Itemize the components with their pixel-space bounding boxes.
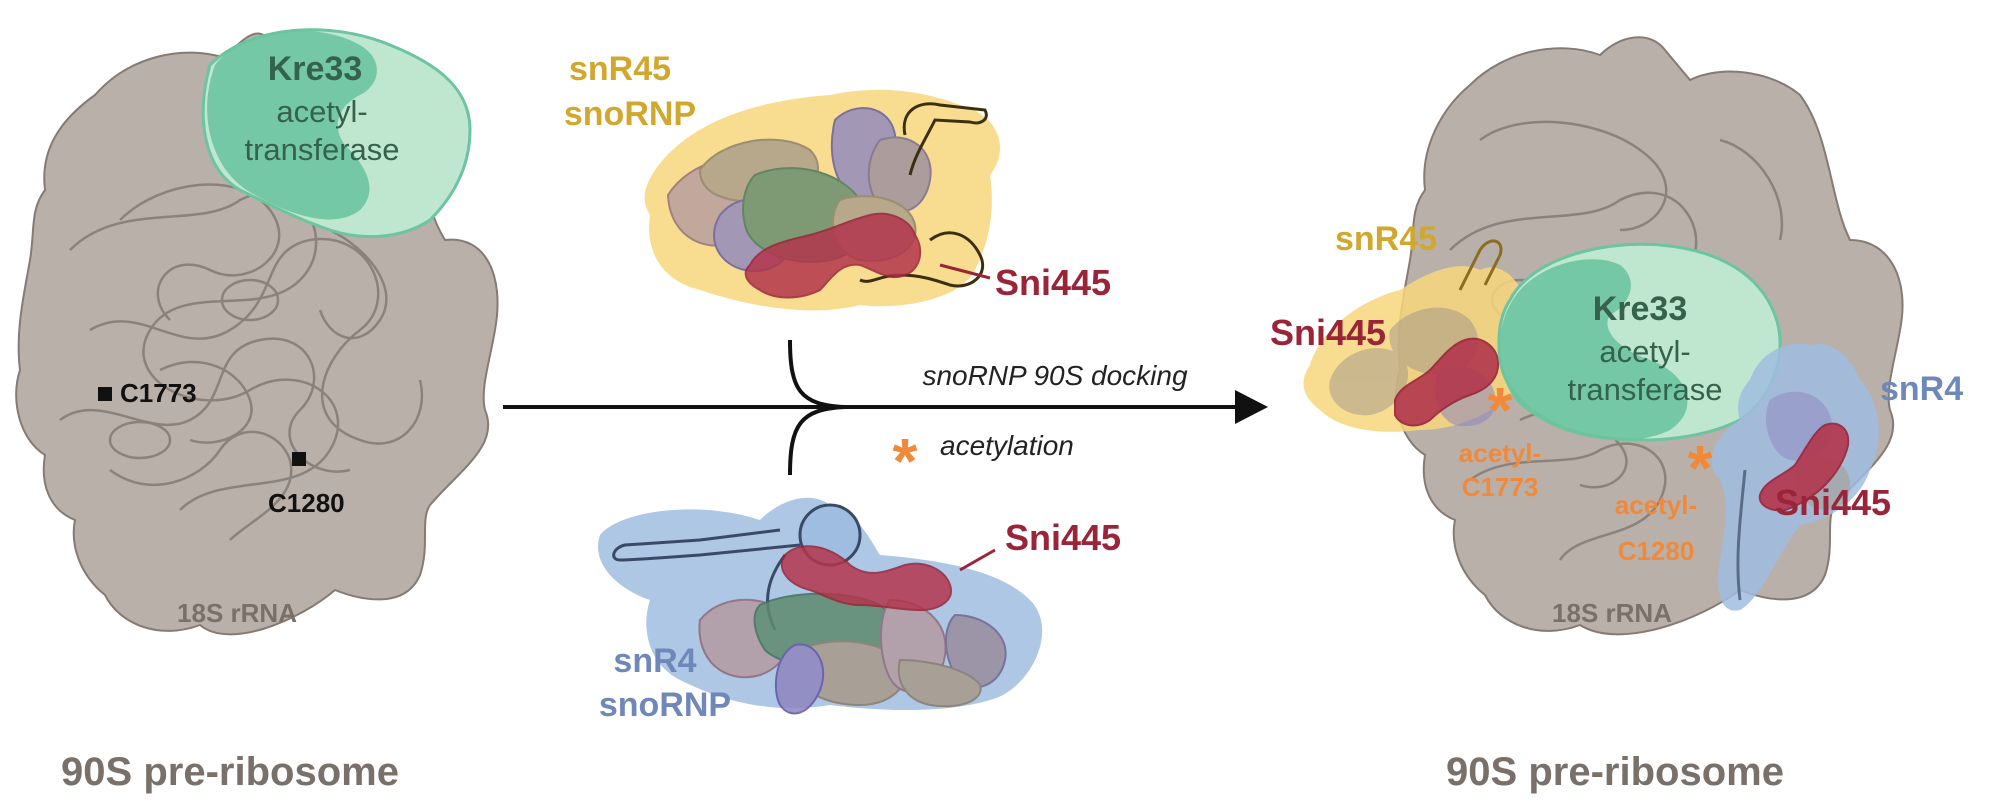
acetyl-c1773-star: * (1488, 374, 1513, 446)
right-snr4-label: snR4 (1880, 370, 1963, 408)
right-kre33-dark (1499, 259, 1688, 441)
left-kre33-line2: transferase (244, 132, 399, 167)
left-kre33-name: Kre33 (268, 50, 363, 88)
left-rrna-label: 18S rRNA (177, 598, 297, 628)
docking-arrow (503, 339, 1268, 476)
snr45-sni445-blob (744, 212, 922, 299)
right-sni445-right-label: Sni445 (1775, 482, 1891, 523)
snr4-name-line1: snR4 (613, 642, 696, 680)
acetylation-label: acetylation (940, 430, 1074, 461)
right-rrna-label: 18S rRNA (1552, 598, 1672, 628)
right-kre33-line1: acetyl- (1599, 334, 1690, 369)
left-kre33-dark (207, 30, 377, 220)
right-kre33-name: Kre33 (1593, 290, 1688, 328)
arrow-branch-top (788, 339, 846, 409)
arrow-branch-bottom (788, 405, 846, 476)
left-site-c1280-label: C1280 (268, 488, 345, 518)
right-snr4-sni445-blob (1758, 422, 1850, 512)
right-snr45-rna (1458, 239, 1503, 291)
snr4-sni445-label: Sni445 (1005, 517, 1121, 558)
right-panel-title: 90S pre-ribosome (1446, 750, 1784, 794)
site-marker-c1280 (292, 452, 306, 466)
docking-label: snoRNP 90S docking (922, 360, 1188, 391)
arrow-head (1235, 390, 1268, 424)
left-site-c1773-label: C1773 (120, 378, 197, 408)
snr4-proteins (698, 592, 1007, 715)
acetyl-c1280-line1: acetyl- (1615, 490, 1697, 520)
left-rrna-tangle (59, 183, 424, 541)
right-ribosome-group (1303, 36, 1904, 636)
snr45-snornp-group (644, 89, 1000, 311)
right-sni445-left-label: Sni445 (1270, 312, 1386, 353)
snr4-snornp-group (598, 497, 1043, 715)
acetyl-c1280-star: * (1688, 432, 1713, 504)
snr4-name-line2: snoRNP (599, 686, 731, 724)
acetyl-c1773-line1: acetyl- (1459, 438, 1541, 468)
right-kre33-line2: transferase (1567, 372, 1722, 407)
snr4-sni445-pointer (959, 548, 996, 572)
snr45-rna-loop (902, 102, 988, 176)
acetyl-c1280-line2: C1280 (1618, 536, 1695, 566)
left-ribosome-group (15, 28, 499, 636)
snr45-name-line2: snoRNP (564, 95, 696, 133)
right-snr4-rna (1736, 469, 1747, 601)
right-snr45-sni445-blob (1394, 337, 1500, 427)
site-marker-c1773 (98, 387, 112, 401)
snr45-sni445-label: Sni445 (995, 262, 1111, 303)
acetyl-c1773-line2: C1773 (1462, 472, 1539, 502)
left-panel-title: 90S pre-ribosome (61, 750, 399, 794)
snr45-name-line1: snR45 (569, 50, 671, 88)
left-kre33-line1: acetyl- (276, 94, 367, 129)
snr45-sni445-pointer (939, 263, 991, 280)
right-snr45-label: snR45 (1335, 220, 1437, 258)
acetylation-star: * (893, 425, 918, 497)
snr4-sni445-blob (780, 545, 952, 612)
